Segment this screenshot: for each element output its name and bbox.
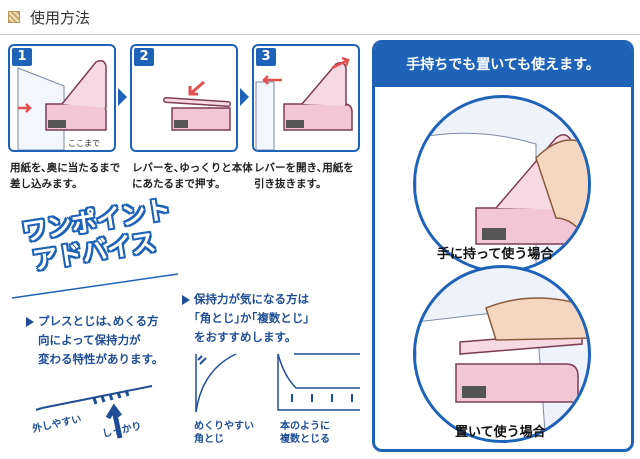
usage-banner: 手持ちでも置いても使えます。 (375, 43, 631, 87)
advice-title: ワンポイント アドバイス (20, 195, 178, 278)
header-mark-icon (8, 11, 20, 23)
arrow-up-icon (105, 403, 123, 439)
corner-binding-line2: 角とじ (194, 434, 224, 445)
advice-left-line2: 向によって保持力が (38, 333, 141, 347)
pink-arrow-icon (188, 80, 205, 96)
corner-binding-diagram (195, 353, 237, 413)
advice-left-line3: 変わる特性があります。 (38, 352, 164, 366)
step-1-panel: 1 ここまで (8, 44, 116, 152)
step-3-caption-line1: レバーを開き､用紙を (254, 162, 354, 174)
arrow-right-icon (118, 88, 127, 106)
advice-right-line1: 保持力が気になる方は (194, 292, 309, 306)
header-divider (0, 34, 640, 35)
placed-circle (413, 265, 591, 443)
advice-left-line1: プレスとじは､めくる方 (38, 314, 159, 328)
step-2-illustration (163, 80, 231, 131)
multi-binding-line2: 複数とじる (280, 434, 330, 445)
advice-left-text: プレスとじは､めくる方 向によって保持力が 変わる特性があります。 (26, 312, 163, 369)
corner-binding-line1: めくりやすい (194, 421, 254, 432)
step-1-caption-line1: 用紙を､奥に当たるまで (10, 162, 121, 174)
step-2-caption-line2: にあたるまで押す。 (132, 178, 226, 190)
step-1-illustration (17, 59, 107, 150)
hand-held-caption: 手に持って使う場合 (437, 247, 554, 262)
advice-right-line3: をおすすめします。 (194, 330, 297, 344)
hand-held-illustration (416, 132, 588, 270)
pink-arrow-icon (262, 75, 282, 85)
step-3-caption: レバーを開き､用紙を 引き抜きます。 (254, 160, 354, 192)
step-2-panel: 2 (130, 44, 238, 152)
step-1-label: ここまで (68, 139, 100, 148)
pink-arrow-icon (18, 103, 32, 113)
step-3-number: 3 (256, 48, 276, 66)
step-1-number: 1 (12, 48, 32, 66)
hand-icon (535, 139, 588, 243)
multi-binding-label: 本のように 複数とじる (280, 420, 330, 446)
step-1-caption: 用紙を､奥に当たるまで 差し込みます。 (10, 160, 120, 192)
corner-binding-label: めくりやすい 角とじ (194, 420, 254, 446)
page-title: 使用方法 (30, 9, 91, 27)
advice-underline (11, 273, 179, 299)
hand-icon (485, 297, 588, 341)
pink-arrow-icon (331, 56, 350, 70)
advice-right-text: 保持力が気になる方は ｢角とじ｣か｢複数とじ｣ をおすすめします。 (182, 290, 309, 347)
step-2-number: 2 (134, 48, 154, 66)
placed-caption: 置いて使う場合 (455, 425, 546, 440)
placed-illustration (416, 297, 588, 440)
arrow-right-icon (240, 88, 249, 106)
advice-right-line2: ｢角とじ｣か｢複数とじ｣ (194, 311, 309, 325)
step-2-caption: レバーを､ゆっくりと本体 にあたるまで押す。 (132, 160, 253, 192)
page-header: 使用方法 (0, 0, 640, 36)
bullet-triangle-icon (182, 294, 190, 305)
step-3-illustration (255, 56, 353, 150)
multi-binding-line1: 本のように (280, 421, 330, 432)
step-3-caption-line2: 引き抜きます。 (254, 178, 327, 190)
step-3-panel: 3 (252, 44, 360, 152)
grip-diagram (35, 385, 153, 439)
step-2-caption-line1: レバーを､ゆっくりと本体 (132, 162, 253, 174)
usage-panel: 手持ちでも置いても使えます。 手に持って使う場合 置いて使う場合 (372, 40, 634, 452)
step-1-caption-line2: 差し込みます。 (10, 178, 83, 190)
multi-binding-diagram (277, 353, 360, 411)
bullet-triangle-icon (26, 316, 34, 327)
